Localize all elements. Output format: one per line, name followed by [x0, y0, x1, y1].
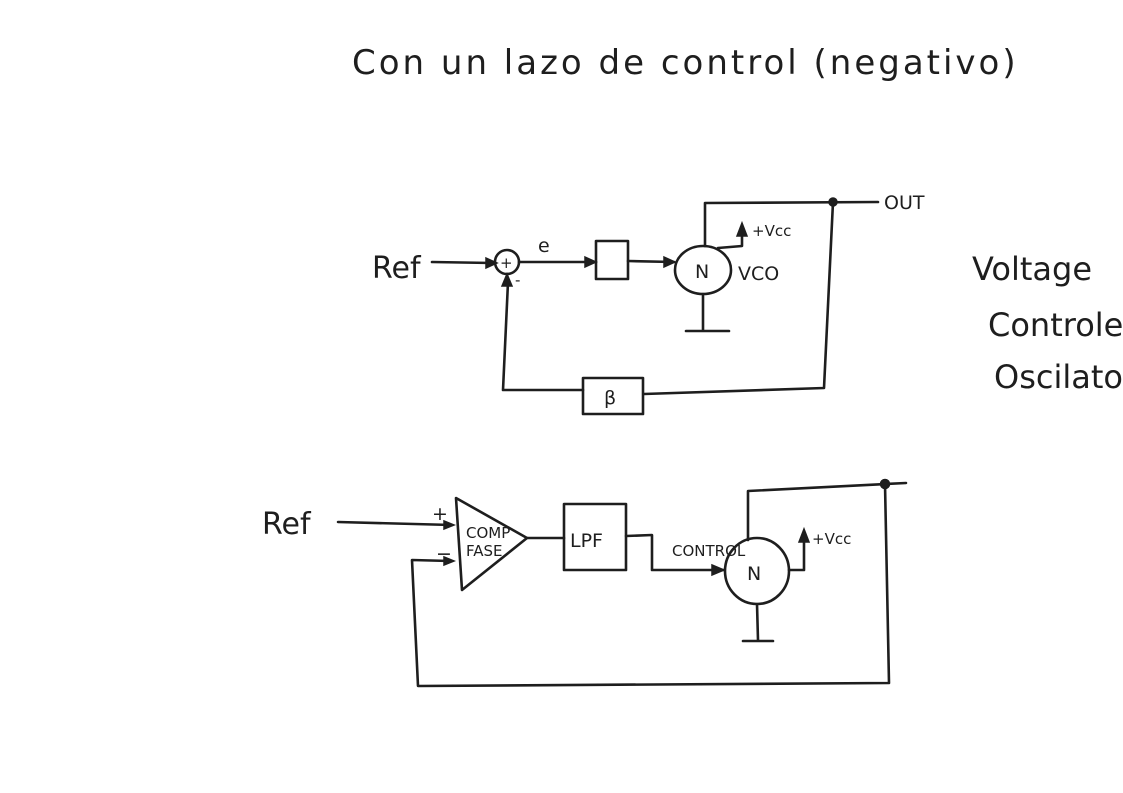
d1-beta-block: [581, 376, 645, 416]
side-note-vco-definition: Voltage Controled Oscilator: [972, 250, 1123, 396]
d1-vco-input-arrow-icon: [663, 255, 677, 269]
d2-ground-icon: [741, 602, 775, 643]
d1-supply-label: +Vcc: [752, 222, 791, 240]
d2-supply-arrow-icon: [797, 526, 811, 543]
page-title: Con un lazo de control (negativo): [352, 43, 1019, 83]
d2-control-label: CONTROL: [672, 542, 746, 560]
d1-error-arrow-icon: [584, 255, 598, 269]
d1-output-wire: [703, 200, 880, 248]
d2-vco-symbol: N: [747, 563, 761, 585]
d2-supply-label: +Vcc: [812, 530, 851, 548]
side-note-line-1: Voltage: [972, 250, 1092, 288]
d1-summer-minus: -: [515, 271, 520, 289]
d1-output-label: OUT: [884, 192, 925, 214]
d1-vco-symbol: N: [695, 261, 709, 283]
side-note-line-3: Oscilator: [994, 358, 1123, 396]
d2-feedback-arrow-icon: [443, 555, 457, 567]
d1-error-label: e: [538, 235, 550, 257]
d1-feedback-arrow-icon: [500, 272, 514, 287]
d1-ref-label: Ref: [372, 251, 422, 286]
d2-feedback-wire: [410, 482, 891, 688]
d1-supply-wire: [716, 224, 744, 250]
side-note-line-2: Controled: [988, 306, 1123, 344]
d1-controller-block: [594, 239, 630, 281]
d1-ref-wire: [430, 260, 494, 265]
diagram-2-pll: Ref + − COMP FASE LPF CONTROL N +Vcc: [262, 478, 908, 688]
d2-phase-comparator: [454, 496, 529, 592]
d1-vco-label: VCO: [738, 263, 779, 285]
d2-lpf-label: LPF: [570, 530, 603, 552]
d2-supply-wire: [787, 530, 806, 572]
d2-comp-plus: +: [432, 503, 448, 525]
d1-ground-icon: [684, 292, 731, 333]
d2-control-arrow-icon: [711, 563, 726, 577]
d2-comparator-line2: FASE: [466, 542, 503, 560]
d2-comparator-line1: COMP: [466, 524, 510, 542]
d2-ref-wire: [336, 520, 454, 527]
d2-control-wire: [624, 533, 726, 572]
d1-summer-plus: +: [500, 254, 513, 272]
d1-ref-arrow-icon: [485, 256, 499, 270]
d1-feedback-wire-left: [501, 280, 585, 392]
d2-ref-label: Ref: [262, 507, 312, 542]
d2-ref-arrow-icon: [443, 519, 457, 531]
diagram-1-negative-feedback-loop: Ref + - e N VCO +Vcc OUT β: [372, 192, 925, 416]
d1-beta-label: β: [604, 387, 616, 409]
d1-feedback-wire-right: [642, 200, 835, 396]
d1-supply-arrow-icon: [735, 220, 749, 237]
d2-output-wire: [746, 481, 908, 542]
